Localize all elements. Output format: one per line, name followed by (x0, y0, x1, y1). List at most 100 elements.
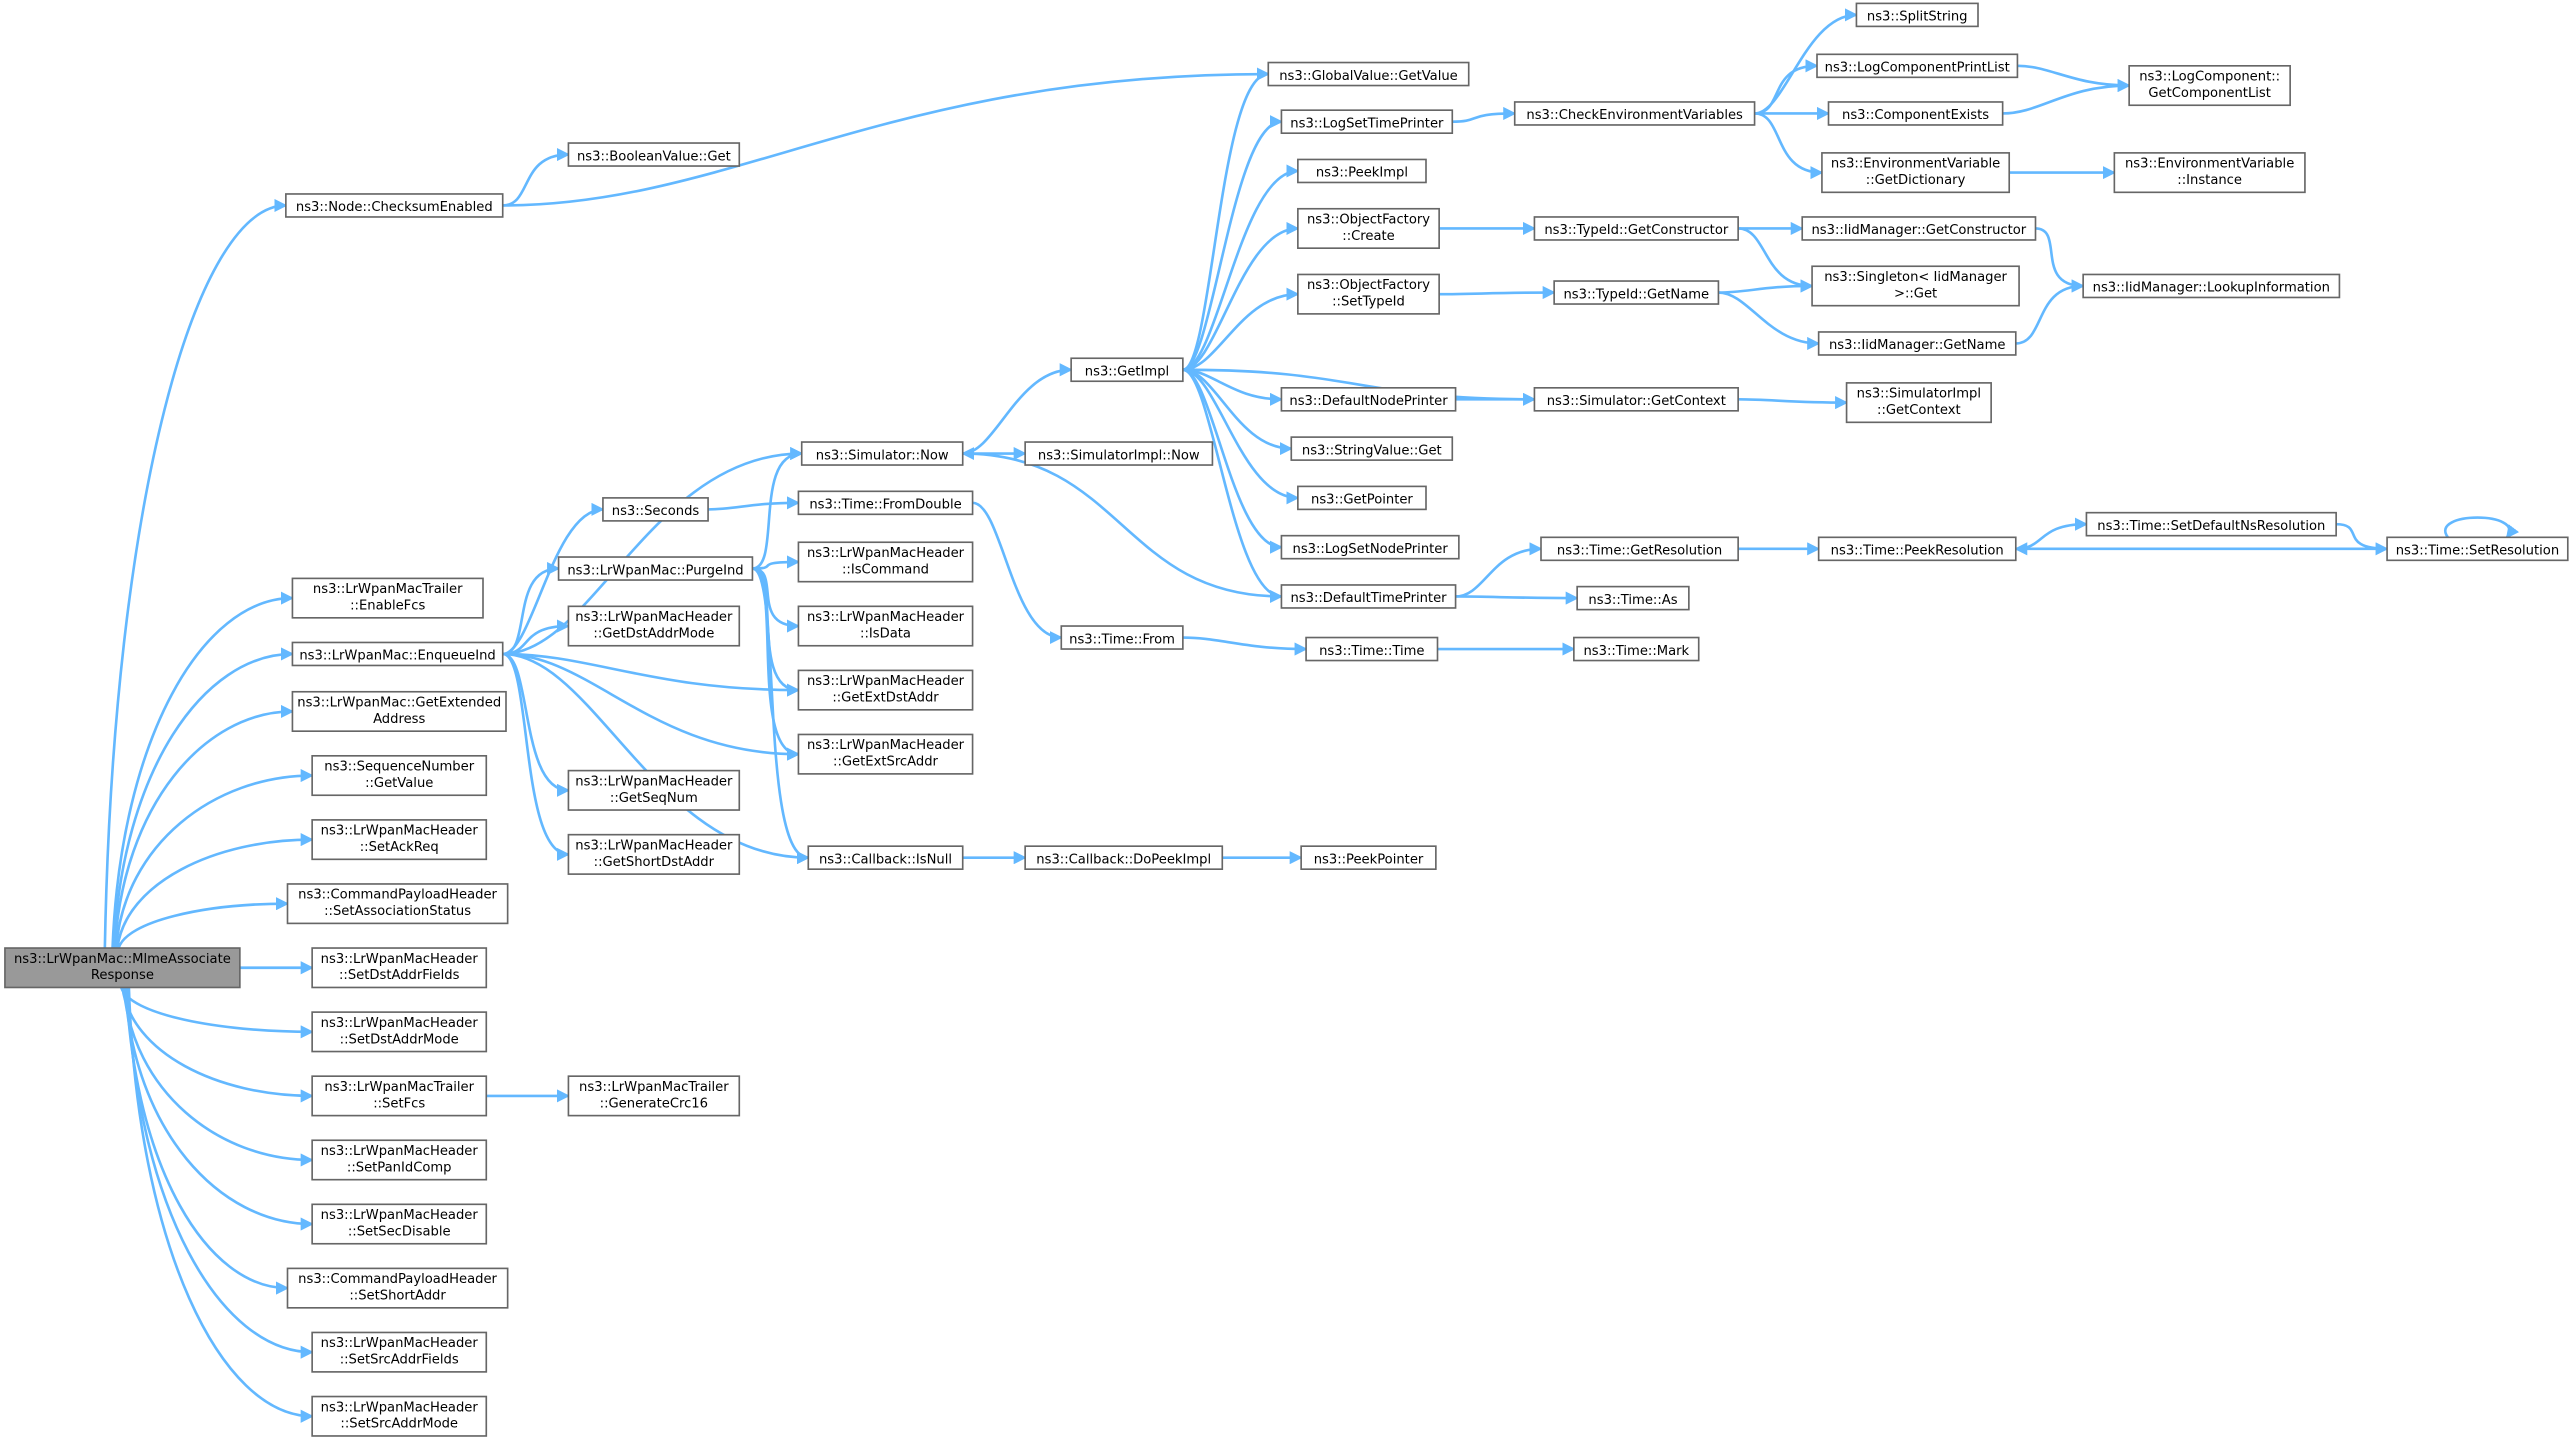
node-typeidgetname[interactable]: ns3::TypeId::GetName (1553, 280, 1720, 305)
node-gencrc[interactable]: ns3::LrWpanMacTrailer::GenerateCrc16 (567, 1075, 741, 1117)
node-ofcreate[interactable]: ns3::ObjectFactory::Create (1297, 207, 1440, 250)
node-getpointer[interactable]: ns3::GetPointer (1297, 485, 1427, 511)
node-envinst[interactable]: ns3::EnvironmentVariable::Instance (2113, 152, 2306, 194)
edge-enqueue-to-getextsrc (502, 652, 801, 761)
node-peekimpl[interactable]: ns3::PeekImpl (1297, 158, 1427, 184)
edge-enqueue-to-getseqnum (502, 652, 571, 797)
node-getextdst[interactable]: ns3::LrWpanMacHeader::GetExtDstAddr (797, 669, 974, 711)
node-splitstring[interactable]: ns3::SplitString (1855, 2, 1979, 28)
node-label: ns3::EnvironmentVariable (2125, 157, 2294, 172)
node-logcomplist[interactable]: ns3::LogComponent::GetComponentList (2128, 65, 2291, 107)
node-getseqnum[interactable]: ns3::LrWpanMacHeader::GetSeqNum (567, 769, 741, 811)
node-getdstmode[interactable]: ns3::LrWpanMacHeader::GetDstAddrMode (567, 605, 741, 647)
node-box (1024, 441, 1214, 466)
node-label: ::SetSecDisable (348, 1225, 451, 1240)
node-getres[interactable]: ns3::Time::GetResolution (1540, 536, 1739, 562)
node-getimpl[interactable]: ns3::GetImpl (1070, 357, 1184, 383)
edge-mlme-to-getext (113, 704, 295, 949)
node-setdefres[interactable]: ns3::Time::SetDefaultNsResolution (2085, 511, 2337, 537)
node-box (311, 947, 488, 989)
node-label: ns3::EnvironmentVariable (1831, 157, 2000, 172)
node-singleton[interactable]: ns3::Singleton< IidManager>::Get (1811, 265, 2020, 307)
node-checkenv[interactable]: ns3::CheckEnvironmentVariables (1513, 101, 1756, 126)
node-box (1816, 53, 2019, 79)
node-box (1855, 2, 1979, 28)
node-envdict[interactable]: ns3::EnvironmentVariable::GetDictionary (1821, 152, 2011, 194)
node-isdata[interactable]: ns3::LrWpanMacHeader::IsData (797, 605, 974, 647)
node-purge[interactable]: ns3::LrWpanMac::PurgeInd (557, 556, 754, 581)
node-getshortdst[interactable]: ns3::LrWpanMacHeader::GetShortDstAddr (567, 833, 741, 875)
node-dopeek[interactable]: ns3::Callback::DoPeekImpl (1024, 845, 1224, 870)
node-timefrom[interactable]: ns3::Time::From (1060, 625, 1184, 650)
node-simimplctx[interactable]: ns3::SimulatorImpl::GetContext (1845, 382, 1992, 424)
node-iidgetname[interactable]: ns3::IidManager::GetName (1817, 331, 2017, 356)
node-enablefcs[interactable]: ns3::LrWpanMacTrailer::EnableFcs (291, 577, 484, 619)
edge-timefrom-to-timetime (1182, 636, 1308, 656)
node-label: ns3::Time::GetResolution (1557, 544, 1722, 559)
node-logsettime[interactable]: ns3::LogSetTimePrinter (1280, 109, 1454, 135)
edge-getimpl-to-strget (1182, 368, 1293, 456)
node-seqget[interactable]: ns3::SequenceNumber::GetValue (311, 755, 488, 797)
node-box (1070, 357, 1184, 383)
node-label: ::SetDstAddrMode (340, 1032, 459, 1047)
node-simnow[interactable]: ns3::Simulator::Now (800, 441, 964, 466)
node-label: ns3::LrWpanMacHeader (321, 1208, 479, 1223)
node-setdstaddrmode[interactable]: ns3::LrWpanMacHeader::SetDstAddrMode (311, 1011, 488, 1053)
node-logcompprint[interactable]: ns3::LogComponentPrintList (1816, 53, 2019, 79)
node-box (311, 1331, 488, 1373)
node-deftime[interactable]: ns3::DefaultTimePrinter (1280, 584, 1457, 609)
node-seconds[interactable]: ns3::Seconds (602, 497, 709, 522)
node-label: ns3::Simulator::Now (816, 448, 949, 463)
node-enqueue[interactable]: ns3::LrWpanMac::EnqueueInd (291, 641, 504, 667)
node-setsecdis[interactable]: ns3::LrWpanMacHeader::SetSecDisable (311, 1203, 488, 1245)
node-label: ns3::TypeId::GetName (1563, 287, 1709, 302)
node-label: ::SetSrcAddrMode (340, 1417, 458, 1432)
node-checksum[interactable]: ns3::Node::ChecksumEnabled (285, 193, 504, 218)
node-setres[interactable]: ns3::Time::SetResolution (2386, 536, 2569, 562)
node-fromdouble[interactable]: ns3::Time::FromDouble (797, 490, 974, 516)
node-iscommand[interactable]: ns3::LrWpanMacHeader::IsCommand (797, 541, 974, 583)
node-boolget[interactable]: ns3::BooleanValue::Get (567, 142, 741, 167)
node-setsrcfields[interactable]: ns3::LrWpanMacHeader::SetSrcAddrFields (311, 1331, 488, 1373)
node-label: ns3::LrWpanMac::EnqueueInd (299, 649, 495, 664)
node-logsetnode[interactable]: ns3::LogSetNodePrinter (1280, 534, 1460, 560)
node-setshort[interactable]: ns3::CommandPayloadHeader::SetShortAddr (286, 1267, 509, 1309)
node-setpanid[interactable]: ns3::LrWpanMacHeader::SetPanIdComp (311, 1139, 488, 1181)
node-defnode[interactable]: ns3::DefaultNodePrinter (1280, 387, 1457, 412)
node-typeidgetctor[interactable]: ns3::TypeId::GetConstructor (1533, 216, 1739, 241)
node-isnull[interactable]: ns3::Callback::IsNull (807, 845, 964, 870)
edge-peekres-to-setdefres (2015, 517, 2089, 551)
node-timeas[interactable]: ns3::Time::As (1576, 585, 1690, 611)
node-getextsrc[interactable]: ns3::LrWpanMacHeader::GetExtSrcAddr (797, 733, 974, 775)
node-iidgetctor[interactable]: ns3::IidManager::GetConstructor (1801, 216, 2037, 241)
node-box (311, 1395, 488, 1437)
node-label: ns3::ObjectFactory (1307, 213, 1430, 228)
node-iidlookup[interactable]: ns3::IidManager::LookupInformation (2082, 273, 2341, 299)
node-label: ns3::Seconds (612, 504, 700, 519)
node-setdstaddrfields[interactable]: ns3::LrWpanMacHeader::SetDstAddrFields (311, 947, 488, 989)
node-simimplnow[interactable]: ns3::SimulatorImpl::Now (1024, 441, 1214, 466)
node-setfcs[interactable]: ns3::LrWpanMacTrailer::SetFcs (311, 1075, 488, 1117)
node-ofsettype[interactable]: ns3::ObjectFactory::SetTypeId (1297, 273, 1440, 315)
node-setassoc[interactable]: ns3::CommandPayloadHeader::SetAssociatio… (286, 883, 509, 925)
node-box (311, 755, 488, 797)
node-timemark[interactable]: ns3::Time::Mark (1573, 636, 1700, 662)
node-timetime[interactable]: ns3::Time::Time (1305, 636, 1439, 662)
node-box (1573, 636, 1700, 662)
node-compexists[interactable]: ns3::ComponentExists (1827, 101, 2004, 126)
node-setackreq[interactable]: ns3::LrWpanMacHeader::SetAckReq (311, 819, 488, 861)
node-label: ns3::LrWpanMacHeader (321, 1336, 479, 1351)
node-box (800, 441, 964, 466)
node-peekpointer[interactable]: ns3::PeekPointer (1300, 845, 1437, 870)
node-strget[interactable]: ns3::StringValue::Get (1290, 436, 1454, 461)
node-box (567, 1075, 741, 1117)
node-box (1827, 101, 2004, 126)
node-globalget[interactable]: ns3::GlobalValue::GetValue (1267, 61, 1470, 87)
node-setsrcmode[interactable]: ns3::LrWpanMacHeader::SetSrcAddrMode (311, 1395, 488, 1437)
edge-mlme-to-enablefcs (111, 591, 295, 949)
node-simgetctx[interactable]: ns3::Simulator::GetContext (1533, 387, 1739, 412)
node-peekres[interactable]: ns3::Time::PeekResolution (1817, 536, 2017, 562)
node-label: ns3::IidManager::GetConstructor (1811, 223, 2026, 238)
